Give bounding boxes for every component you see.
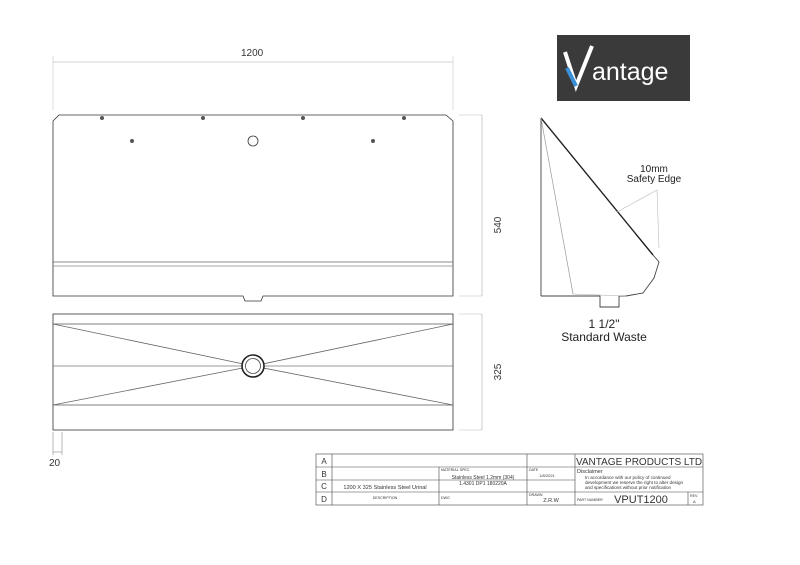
front-height-dimension-label: 540 — [493, 216, 504, 233]
rev-label: REV. — [690, 494, 698, 498]
disclaimer-label: Disclaimer — [577, 469, 603, 475]
drawn-value: Z.R.W — [543, 498, 559, 504]
front-view — [52, 56, 483, 302]
top-view — [52, 313, 483, 455]
side-slope — [540, 117, 654, 256]
waste-label: Standard Waste — [561, 330, 647, 344]
safety-edge-leader — [656, 189, 660, 249]
disclaimer-line-2: development we reserve the right to alte… — [585, 480, 683, 485]
material-line-1: Stainless Steel 1.2mm (304) — [452, 475, 515, 481]
disclaimer-line-3: and specifications without prior notific… — [585, 485, 671, 490]
fixing-hole — [401, 116, 406, 121]
fixing-hole — [100, 116, 105, 121]
fixing-hole — [200, 116, 205, 121]
fixing-hole — [129, 138, 134, 143]
safety-edge-label-size: 10mm — [640, 164, 668, 175]
title-block — [315, 453, 704, 506]
side-trough-outline — [541, 254, 660, 308]
title-block-frame — [315, 453, 704, 506]
part-number-label: PART NUMBER — [577, 498, 603, 502]
row-label-a: A — [321, 457, 327, 466]
row-label-b: B — [321, 470, 326, 479]
company-name: VANTAGE PRODUCTS LTD — [576, 457, 702, 468]
lip-dimension-label: 20 — [49, 458, 61, 469]
fall-line — [52, 323, 254, 367]
spreader-inlet-hole — [247, 135, 259, 147]
logo-v-blue-icon — [565, 67, 578, 87]
title-block-text: A B C D VANTAGE PRODUCTS LTD Disclaimer … — [321, 457, 702, 506]
logo-background — [557, 35, 690, 101]
material-line-2: 1.4301 DP1 180220A — [459, 481, 507, 487]
fall-line — [52, 365, 254, 406]
description-label: DESCRIPTION — [373, 496, 398, 500]
row-label-c: C — [321, 482, 327, 491]
fall-line — [252, 323, 454, 367]
material-label: MATERIAL SPEC. — [441, 468, 470, 472]
top-view-outline — [52, 313, 454, 431]
rev-value: A — [693, 499, 696, 504]
top-depth-dimension-label: 325 — [493, 363, 504, 380]
safety-edge-label: Safety Edge — [627, 174, 682, 185]
width-dimension-label: 1200 — [241, 48, 264, 59]
waste-outlet-inner — [245, 358, 261, 374]
waste-size-label: 1 1/2" — [589, 317, 620, 331]
side-trough-floor — [572, 293, 627, 297]
front-panel-outline — [52, 114, 454, 302]
fixing-hole — [370, 138, 375, 143]
vantage-logo: antage — [557, 35, 690, 101]
date-label: DATE — [529, 468, 539, 472]
disclaimer-line-1: In accordance with our policy of continu… — [585, 475, 671, 480]
description-value: 1200 X 325 Stainless Steel Urinal — [343, 485, 426, 491]
side-inner-slope — [540, 117, 574, 295]
date-value: 1/8/2021 — [539, 473, 555, 478]
safety-edge-leader — [616, 189, 658, 213]
side-view — [540, 117, 660, 308]
part-number-value: VPUT1200 — [614, 494, 668, 506]
logo-text: antage — [592, 58, 668, 86]
dwg-label: DWG — [441, 496, 450, 500]
drawn-label: DRAWN — [529, 493, 543, 497]
fixing-hole — [300, 116, 305, 121]
row-label-d: D — [321, 495, 327, 504]
fall-line — [252, 365, 454, 406]
